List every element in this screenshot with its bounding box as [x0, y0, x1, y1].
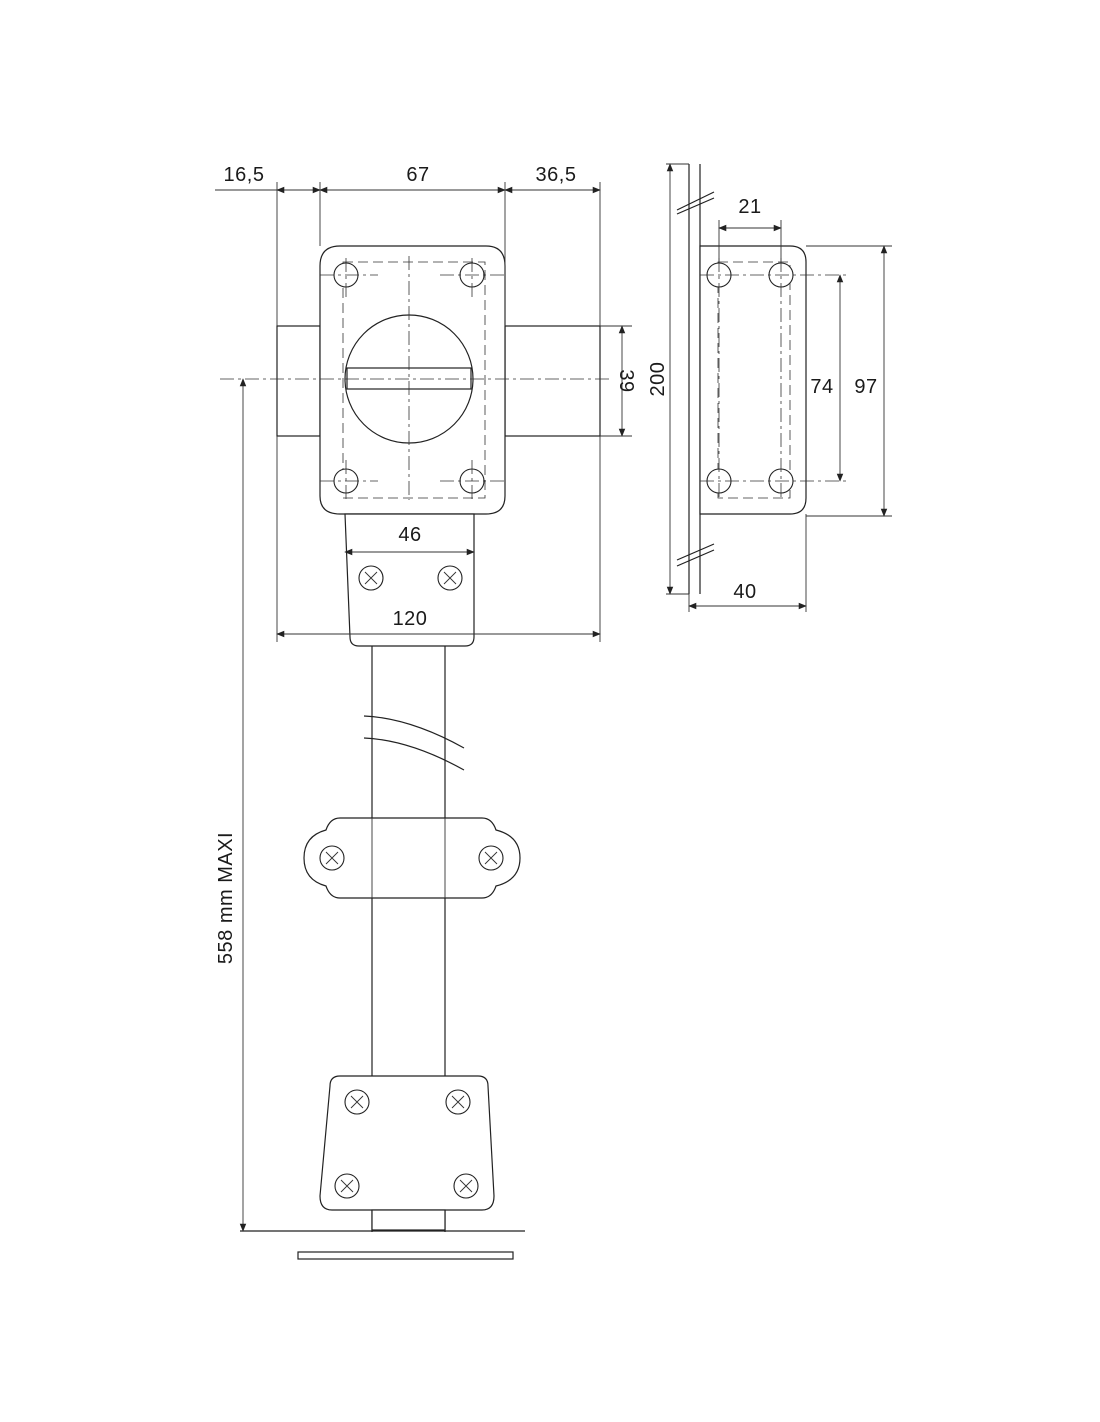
dimension-labels: 16,5 67 36,5 39 200 21 74 97 40 46 120 5… — [215, 164, 877, 964]
keeper-plate — [699, 245, 807, 515]
dim-left-offset: 16,5 — [224, 164, 265, 186]
dim-hole-spacing-h: 21 — [738, 196, 761, 218]
dim-plate-depth: 40 — [733, 581, 756, 603]
dim-hole-spacing-v: 74 — [810, 376, 833, 398]
dim-body-width: 67 — [406, 164, 429, 186]
dim-plate-height: 200 — [647, 362, 669, 397]
inner-outline — [342, 261, 486, 499]
dim-rod-length: 558 mm MAXI — [215, 832, 237, 964]
side-view — [676, 164, 846, 594]
dim-bracket-spacing: 46 — [398, 524, 421, 546]
guide-body — [344, 513, 475, 647]
dim-bolt-height: 39 — [615, 369, 637, 392]
middle-rod-guide — [303, 817, 521, 899]
rod-end — [371, 1209, 446, 1231]
dim-keeper-height: 97 — [854, 376, 877, 398]
right-bolt-stub — [504, 325, 601, 437]
upper-rod-guide — [344, 513, 475, 647]
lock-body — [220, 245, 610, 515]
dim-total-width: 120 — [393, 608, 428, 630]
bottom-rod-guide — [240, 1075, 525, 1260]
guide-body — [303, 817, 521, 899]
keeper-inner — [717, 261, 791, 499]
dimension-lines — [215, 163, 892, 1232]
left-bolt-stub — [276, 325, 321, 437]
dim-right-offset: 36,5 — [536, 164, 577, 186]
floor-strike — [297, 1251, 514, 1260]
